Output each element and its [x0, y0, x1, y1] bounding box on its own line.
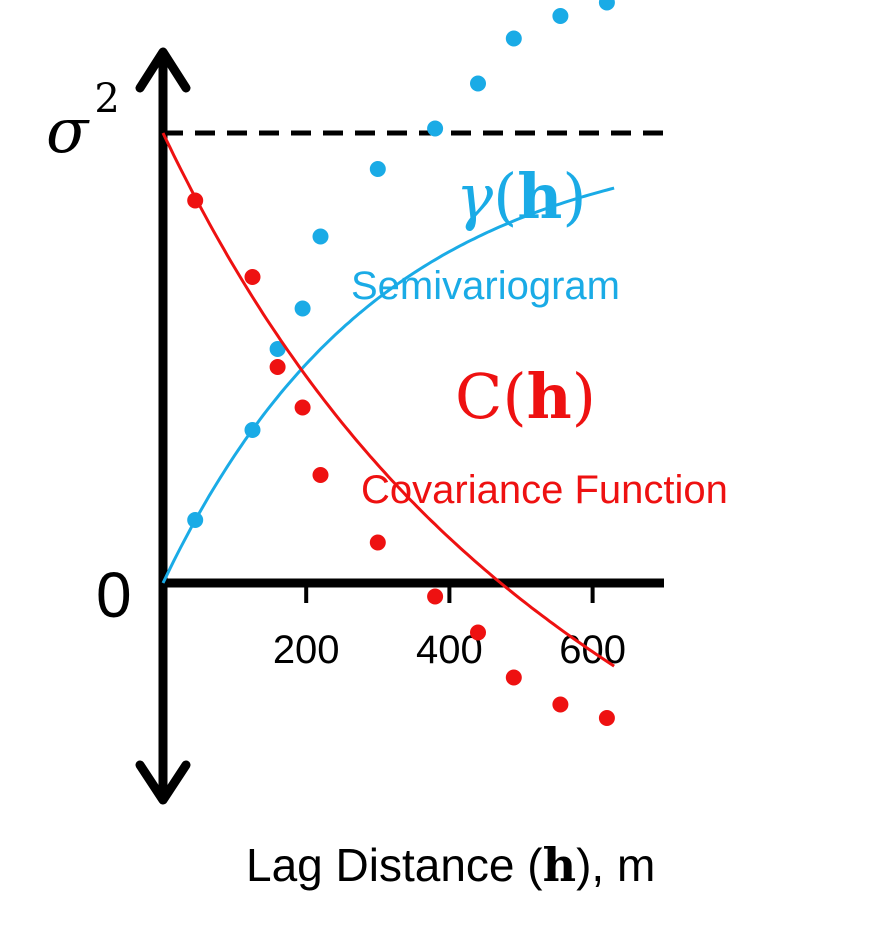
covariance-symbol: C(h) — [455, 360, 596, 433]
covariance-function-point-8 — [505, 669, 522, 686]
y-zero-label: 0 — [96, 559, 132, 631]
sill-exponent: 2 — [94, 76, 119, 122]
covariance-function-point-6 — [427, 588, 444, 605]
semivariogram-point-9 — [552, 8, 569, 24]
semivariogram-point-8 — [505, 30, 522, 47]
semivariogram-point-5 — [369, 161, 386, 177]
covariance-function-fit-curve — [161, 132, 615, 668]
covariance-legend-label: Covariance Function — [361, 468, 728, 512]
x-tick-label-200: 200 — [273, 628, 340, 672]
semivariogram-point-0 — [187, 512, 204, 528]
covariance-function-point-7 — [470, 624, 486, 641]
covariance-function-point-2 — [269, 359, 286, 375]
covariance-function-point-5 — [369, 534, 386, 551]
covariance-function-point-0 — [187, 192, 204, 209]
semivariogram-point-7 — [470, 75, 486, 92]
y-axis-arrow-up — [135, 47, 191, 93]
x-axis-label: Lag Distance (h), m — [246, 838, 655, 892]
series-layer — [161, 0, 615, 726]
covariance-function-point-4 — [312, 467, 329, 483]
covariance-function-point-9 — [552, 696, 569, 713]
semivariogram-point-6 — [427, 120, 444, 137]
semivariogram-point-10 — [598, 0, 615, 11]
covariance-function-point-1 — [244, 269, 261, 285]
covariance-function-point-10 — [598, 710, 615, 726]
semivariogram-point-1 — [244, 422, 261, 438]
covariance-function-point-3 — [294, 399, 311, 416]
semivariogram-symbol: γ(h) — [456, 160, 587, 233]
sill-symbol: σ — [46, 94, 90, 167]
semivariogram-point-3 — [294, 300, 311, 317]
semivariogram-legend-label: Semivariogram — [351, 264, 620, 308]
semivariogram-fit-curve — [161, 186, 615, 584]
semivariogram-point-2 — [269, 341, 286, 357]
y-axis-arrow-down — [135, 760, 191, 805]
semivariogram-point-4 — [312, 228, 329, 245]
